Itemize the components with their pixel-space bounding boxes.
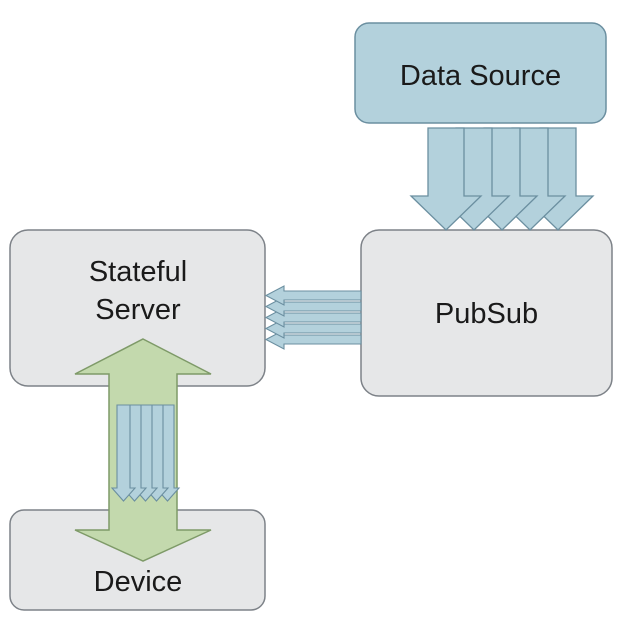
node-data-source: Data Source [354,22,607,124]
edge-pubsub-to-stateful-server [264,285,362,350]
arrow-head-left [264,285,362,306]
node-stateful-server: Stateful Server [9,229,266,387]
node-stateful-server-label-line1: Stateful [89,256,187,288]
node-device-label: Device [94,566,183,598]
node-pubsub-label: PubSub [435,298,538,330]
edge-data-source-to-pubsub [409,127,595,231]
node-pubsub: PubSub [360,229,613,397]
arrow-head-down [110,404,137,502]
arrow-head-down [409,127,483,231]
node-stateful-server-label-line2: Server [95,294,181,326]
edge-stateful-server-to-device-stream [110,404,181,502]
node-data-source-label: Data Source [400,60,561,92]
